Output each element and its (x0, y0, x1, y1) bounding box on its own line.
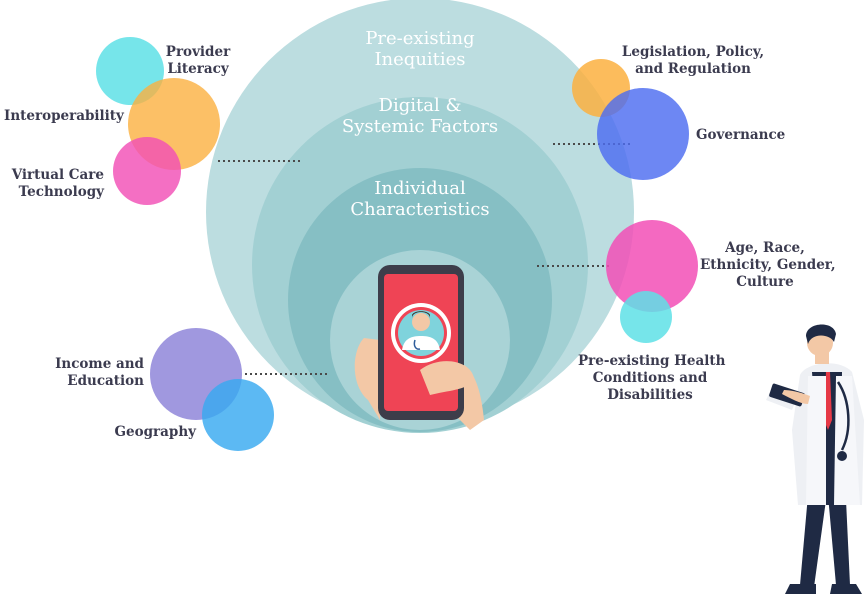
label-health-conditions: Pre-existing Health Conditions and Disab… (578, 353, 726, 403)
virtual-care-bubble (113, 137, 181, 205)
age-race-bubble (606, 220, 698, 312)
ring-title-middle: Digital & Systemic Factors (341, 95, 499, 137)
label-geography: Geography (114, 424, 196, 440)
governance-bubble (597, 88, 689, 180)
ring-title-outer: Pre-existing Inequities (365, 28, 475, 70)
label-provider-literacy: Provider Literacy (165, 44, 231, 77)
ring-title-inner: Individual Characteristics (350, 178, 490, 220)
label-interoperability: Interoperability (4, 108, 124, 124)
label-virtual-care: Virtual Care Technology (11, 167, 104, 200)
label-governance: Governance (696, 127, 786, 143)
label-income: Income and Education (55, 356, 144, 389)
doctor-illustration (766, 324, 864, 594)
health-conditions-bubble (620, 291, 672, 343)
geography-bubble (202, 379, 274, 451)
smartphone-doctor-icon (354, 265, 484, 430)
label-legislation: Legislation, Policy, and Regulation (621, 44, 765, 77)
label-age-race: Age, Race, Ethnicity, Gender, Culture (700, 240, 836, 290)
